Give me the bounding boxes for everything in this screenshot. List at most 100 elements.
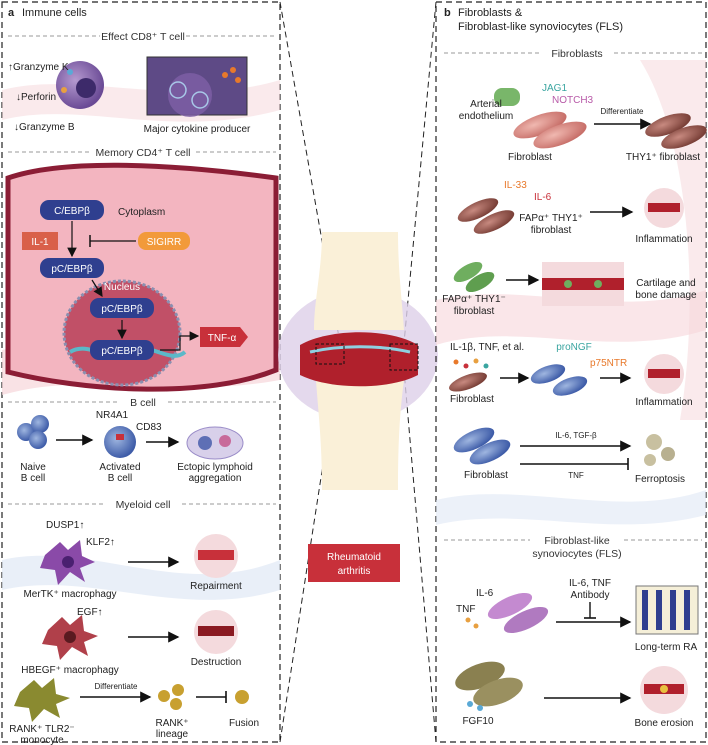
connector-line (403, 1, 437, 344)
cd83-label: CD83 (136, 422, 162, 433)
dusp1-label: DUSP1↑ (46, 520, 84, 531)
inflammation-label-2: Inflammation (635, 397, 692, 408)
granule (61, 87, 67, 93)
background-ribbon (436, 290, 706, 345)
arterial-label-2: endothelium (459, 111, 513, 122)
center-joint: Rheumatoid arthritis (278, 1, 438, 743)
panel-b-letter: b (444, 7, 451, 19)
rank-monocyte-label-2: monocyte (20, 735, 64, 745)
arrow (160, 331, 200, 351)
panel-b-title-1: Fibroblasts & (458, 7, 523, 19)
notch3-label: NOTCH3 (552, 95, 594, 106)
tnf-label: TNF-α (208, 333, 237, 344)
fap-thy1-fibroblast (457, 198, 499, 222)
differentiate-label: Differentiate (95, 682, 139, 691)
thy1-fibroblast (661, 125, 707, 149)
fls-header-2: synoviocytes (FLS) (532, 548, 621, 560)
fap-neg-fibroblast (465, 271, 495, 293)
differentiate-label: Differentiate (601, 107, 645, 116)
ectopic-aggregate (186, 426, 244, 460)
granzyme-k-label: ↑Granzyme K (8, 62, 69, 73)
panel-a: a Immune cells Effect CD8⁺ T cell ↑Granz… (1, 1, 281, 745)
repairment-label: Repairment (190, 581, 242, 592)
ferroptosis-fragment (646, 434, 662, 450)
tnf-label: TNF (568, 471, 584, 480)
cytokine-dot (222, 72, 228, 78)
il6-label: IL-6 (534, 192, 552, 203)
tnf-box (200, 327, 248, 347)
cd8-nucleus (76, 78, 96, 98)
pcebpb-box (40, 258, 104, 278)
bcell-header: B cell (130, 397, 156, 409)
egf-label: EGF↑ (77, 607, 103, 618)
damaged-synovium (542, 278, 624, 290)
antibody-label: IL-6, TNF (569, 578, 611, 589)
klf2-label: KLF2↑ (86, 537, 115, 548)
joint-synovium (648, 203, 680, 212)
fibroblast-cell (533, 121, 587, 149)
ferroptosis-fragment (644, 454, 656, 466)
zoom-box-left (315, 343, 345, 365)
invading-cell (594, 280, 602, 288)
cytokine-dot (230, 67, 236, 73)
fgf10-label: FGF10 (462, 716, 494, 727)
panel-b-title-2: Fibroblast-like synoviocytes (FLS) (458, 21, 623, 33)
rank-lineage-label-2: lineage (156, 729, 189, 740)
inflamed-synovium (300, 332, 418, 387)
fgf10-dot (477, 705, 483, 711)
sigirr-box (138, 232, 190, 250)
fibroblast-cell (552, 376, 588, 396)
cd4-header: Memory CD4⁺ T cell (95, 147, 190, 159)
myeloid-header: Myeloid cell (116, 499, 171, 511)
granzyme-b-label: ↓Granzyme B (14, 122, 75, 133)
naive-b-cell (31, 415, 49, 433)
cytokine-dot (473, 358, 479, 364)
naive-label: Naive (20, 462, 46, 473)
arrow (91, 279, 103, 298)
thy1-fibroblast (645, 113, 691, 137)
cytokine-dot (453, 359, 459, 365)
panel-a-letter: a (8, 7, 15, 19)
cell-body (168, 73, 212, 117)
bone-erosion-label: Bone erosion (635, 718, 694, 729)
ra-label-box (308, 544, 400, 582)
pcebpb-label: pC/EBPβ (51, 264, 93, 275)
activated-label-2: B cell (108, 473, 132, 484)
panel-b: b Fibroblasts & Fibroblast-like synovioc… (435, 1, 707, 743)
ectopic-label-2: aggregation (189, 473, 242, 484)
destruction-label: Destruction (191, 657, 242, 668)
rank-lineage-cell (158, 690, 170, 702)
fibroblast-cell (469, 439, 511, 465)
il1b-label: IL-1β, TNF, et al. (450, 342, 524, 353)
rank-lineage-cell (172, 684, 184, 696)
nr4a1-marker (116, 434, 124, 440)
cartilage (309, 345, 411, 354)
il6-tgf-label: IL-6, TGF-β (555, 431, 597, 440)
fibroblast-label-3: Fibroblast (464, 470, 508, 481)
cytokine-producer-label: Major cytokine producer (144, 124, 251, 135)
fibroblasts-header: Fibroblasts (551, 48, 602, 60)
activated-b-cell (104, 426, 136, 458)
macrophage-nucleus (62, 556, 74, 568)
ra-title-1: Rheumatoid (327, 552, 381, 563)
invading-cell (564, 280, 572, 288)
prongf-label: proNGF (556, 342, 592, 353)
cytokine-dot (463, 363, 469, 369)
rank-monocyte (14, 678, 70, 722)
vesicle (169, 81, 187, 99)
cartilage-damage-label: Cartilage and (636, 278, 695, 289)
ra-title-2: arthritis (338, 566, 371, 577)
endothelium-cell (494, 88, 520, 106)
cytokine-dot (465, 617, 471, 623)
fibroblast-label: Fibroblast (508, 152, 552, 163)
pcebpb-box-3 (90, 340, 154, 360)
cytokine-dot (235, 77, 241, 83)
connector-line (403, 369, 437, 743)
fap-neg-label-2: fibroblast (454, 306, 495, 317)
longterm-ra-label: Long-term RA (635, 642, 698, 653)
perforin-label: ↓Perforin (16, 92, 56, 103)
pcebpb-label-3: pC/EBPβ (101, 346, 143, 357)
rank-lineage-cell (170, 698, 182, 710)
fusion-cell (235, 690, 249, 704)
